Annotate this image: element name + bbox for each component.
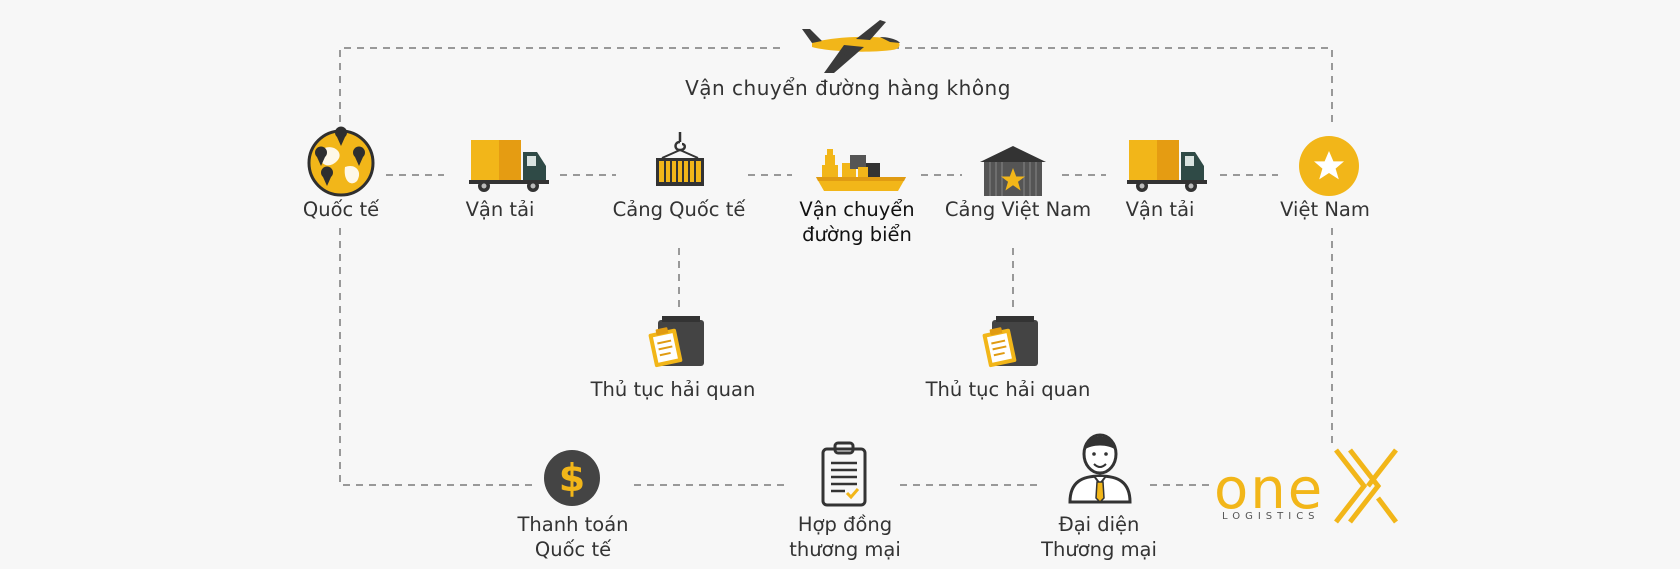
- ship-icon: [816, 149, 906, 191]
- customs-box-icon: [982, 316, 1038, 368]
- payment-label: Thanh toán Quốc tế: [517, 512, 628, 562]
- international-label: Quốc tế: [302, 198, 380, 221]
- warehouse-icon: [980, 146, 1046, 196]
- customs-box-icon: [648, 316, 704, 368]
- logo-subtitle: LOGISTICS: [1222, 511, 1320, 522]
- transport-right-label: Vận tải: [1125, 198, 1195, 221]
- customs-right-label: Thủ tục hải quan: [925, 378, 1091, 401]
- contract-line1: Hợp đồng: [797, 513, 893, 536]
- sea-transport-line2: đường biển: [802, 223, 912, 246]
- international-port-label: Cảng Quốc tế: [612, 198, 746, 221]
- logo-text: one: [1214, 457, 1324, 522]
- contract-label: Hợp đồng thương mại: [789, 512, 901, 562]
- dollar-icon: $: [544, 450, 600, 506]
- connector-lines: [339, 47, 1333, 486]
- star-icon: [1299, 136, 1359, 196]
- globe-icon: [307, 126, 375, 197]
- businessman-icon: [1068, 433, 1132, 504]
- payment-line2: Quốc tế: [534, 538, 612, 561]
- customs-left-label: Thủ tục hải quan: [590, 378, 756, 401]
- transport-left-label: Vận tải: [465, 198, 535, 221]
- bottom-route-left: [339, 228, 538, 486]
- clipboard-icon: [821, 441, 867, 507]
- contract-line2: thương mại: [789, 538, 901, 561]
- air-route-left: [339, 47, 780, 122]
- truck-icon: [469, 140, 549, 192]
- airplane-icon: [802, 20, 900, 73]
- representative-line1: Đại diện: [1058, 513, 1140, 536]
- sea-transport-line1: Vận chuyển: [799, 198, 915, 221]
- sea-transport-label: Vận chuyển đường biển: [799, 197, 914, 247]
- air-transport-label: Vận chuyển đường hàng không: [685, 76, 1011, 100]
- svg-text:$: $: [559, 456, 585, 500]
- representative-line2: Thương mại: [1041, 538, 1157, 561]
- vietnam-label: Việt Nam: [1280, 198, 1370, 221]
- onex-logo: one LOGISTICS: [1214, 448, 1398, 524]
- air-route-right: [892, 47, 1333, 122]
- container-crane-icon: [656, 132, 704, 186]
- payment-line1: Thanh toán: [517, 513, 629, 536]
- representative-label: Đại diện Thương mại: [1041, 512, 1157, 562]
- vietnam-port-label: Cảng Việt Nam: [944, 198, 1092, 221]
- logo-x-mark: [1334, 448, 1398, 524]
- truck-icon: [1127, 140, 1207, 192]
